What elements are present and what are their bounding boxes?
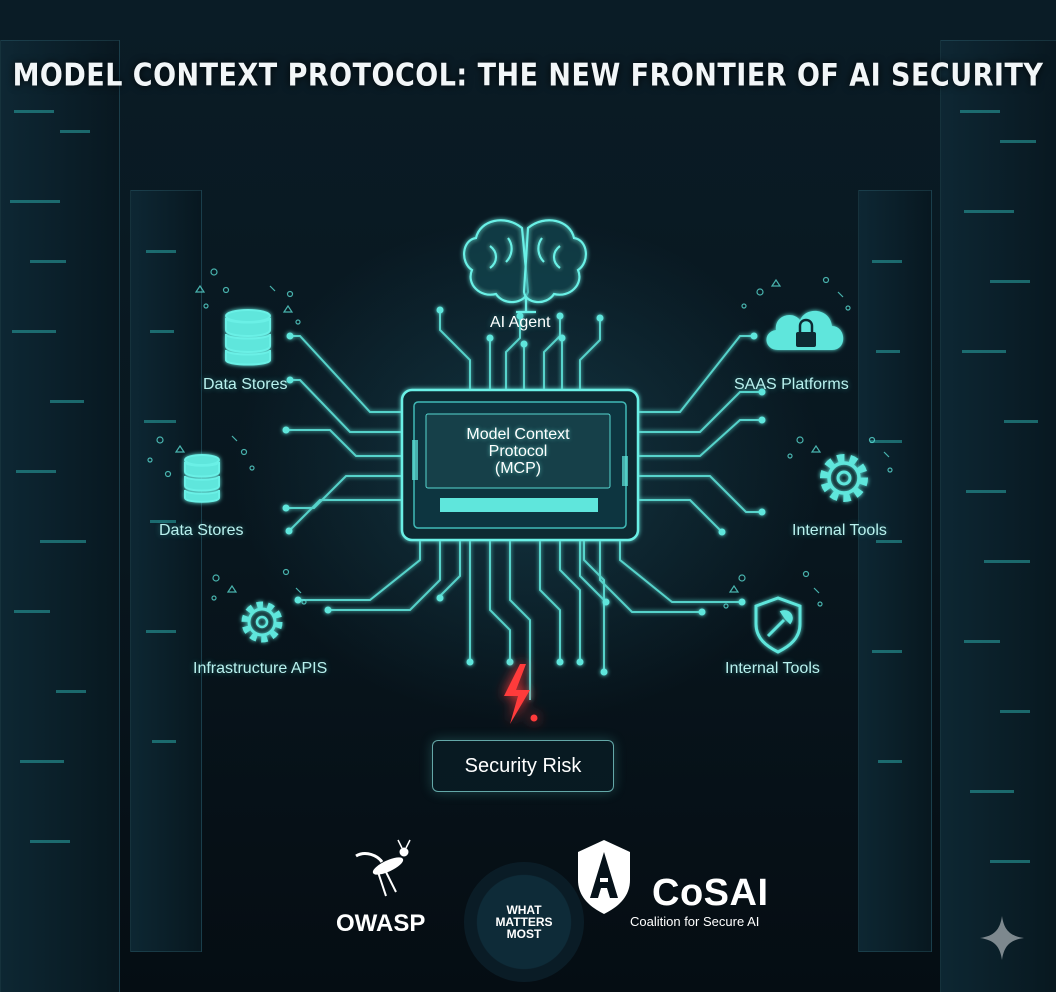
circuit-traces [288,312,760,700]
gear-icon [241,601,283,643]
cosai-logo-text: CoSAI [652,872,769,914]
cosai-shield-icon [578,840,630,914]
wmm-line-2: MATTERS [495,915,553,929]
server-rack-left-inner [130,190,202,952]
saas-platforms-label: SAAS Platforms [734,376,849,393]
mcp-chip [400,388,640,542]
lightning-icon [504,664,538,724]
rack-lights [10,110,1038,863]
mcp-label: Model Context Protocol (MCP) [428,426,608,477]
data-stores-label-top: Data Stores [203,376,288,393]
database-icon [184,454,220,503]
owasp-logo-text: OWASP [336,910,426,937]
cloud-lock-icon [766,310,844,350]
internal-tools-label-bottom: Internal Tools [725,660,820,677]
trace-endpoints [282,306,766,676]
decorative-glyphs [147,268,893,609]
mcp-label-line-1: Model Context [466,426,570,443]
data-stores-label-mid: Data Stores [159,522,244,539]
infrastructure-apis-label: Infrastructure APIS [193,660,328,677]
wmm-line-1: WHAT [506,903,542,917]
page-title: MODEL CONTEXT PROTOCOL: THE NEW FRONTIER… [12,57,1044,94]
owasp-wasp-icon [355,839,411,897]
mcp-label-line-2: Protocol [488,443,548,460]
internal-tools-label-mid: Internal Tools [792,522,887,539]
security-risk-box: Security Risk [432,740,614,792]
cosai-subtitle: Coalition for Secure AI [630,914,760,929]
mcp-label-line-3: (MCP) [494,460,542,477]
database-icon [225,309,271,366]
server-rack-right-outer [940,40,1056,992]
server-rack-right-inner [858,190,932,952]
gear-icon [820,454,868,502]
brain-icon [463,219,587,314]
shield-wrench-icon [754,596,802,654]
sparkle-icon [980,916,1024,960]
server-rack-left-outer [0,40,120,992]
what-matters-most-logo: WHAT MATTERS MOST [464,862,584,982]
wmm-line-3: MOST [506,927,542,941]
ai-agent-label: AI Agent [490,314,551,331]
